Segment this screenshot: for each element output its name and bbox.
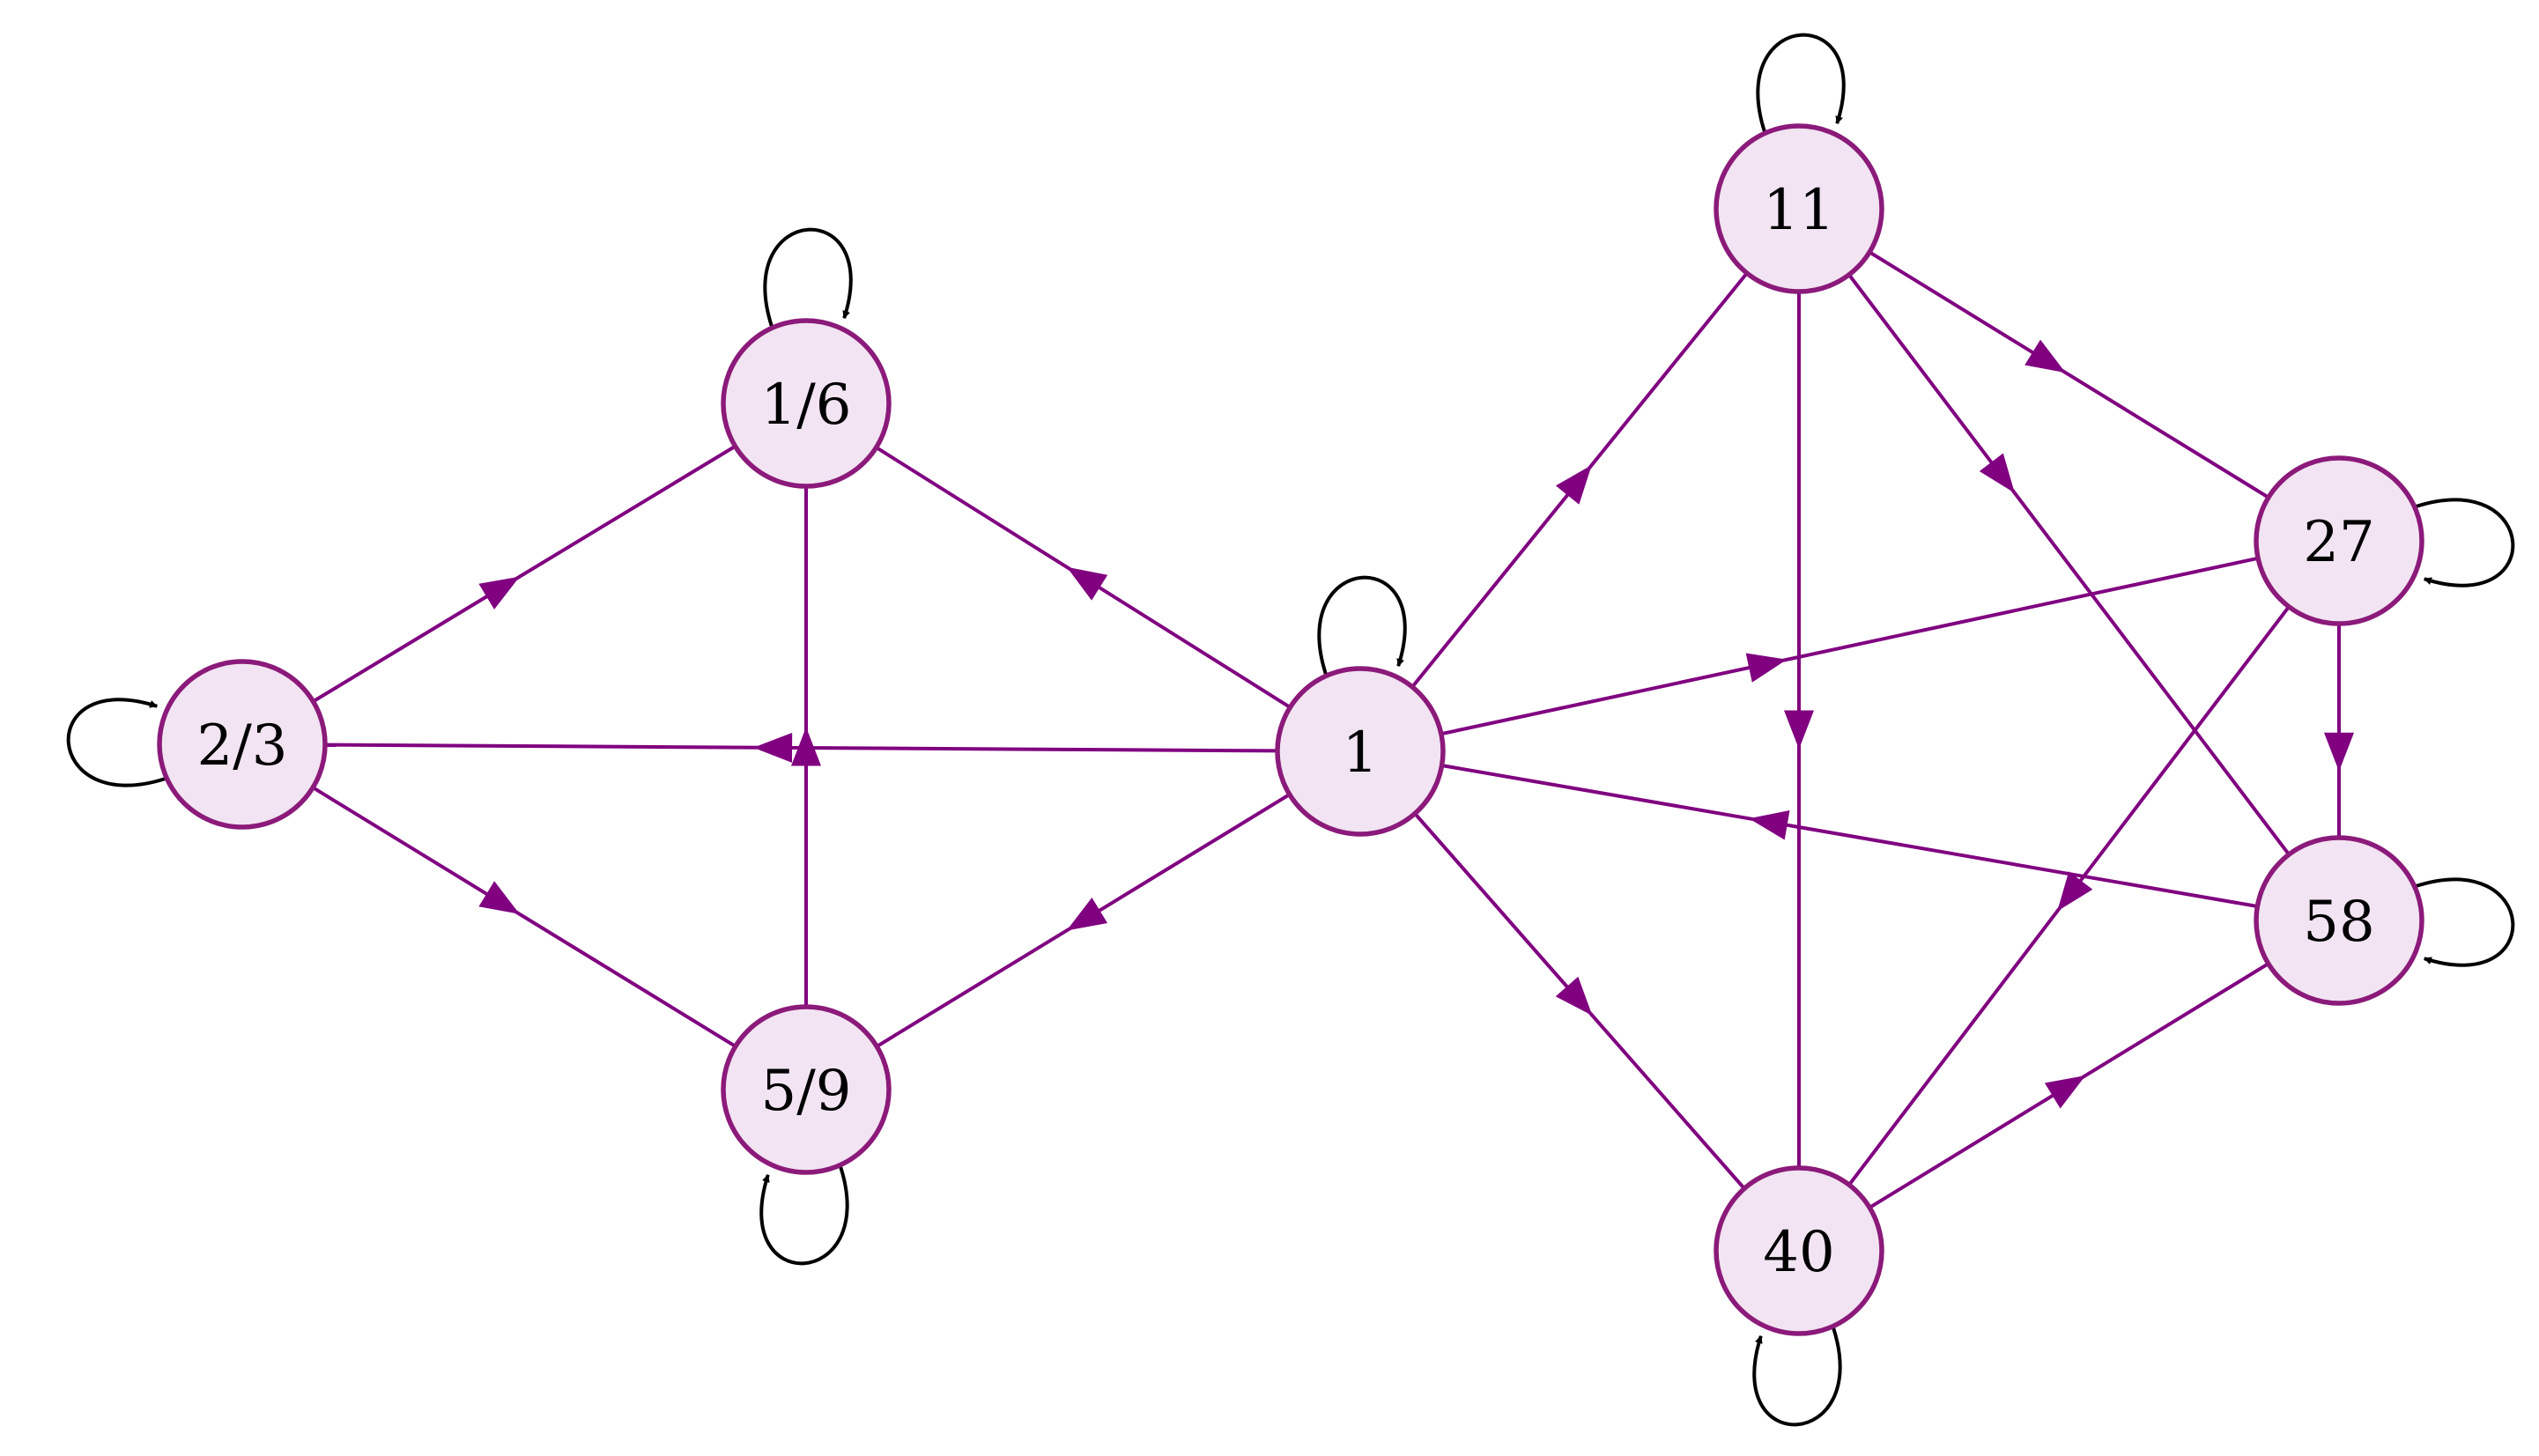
edge-arrowhead [1749,810,1790,840]
edge-one-to-forty [1413,812,1746,1190]
node-circle [1714,123,1884,294]
node-eleven: 11 [1714,123,1884,294]
edge-arrowhead [2044,1075,2086,1109]
node-label: 58 [2303,890,2374,955]
edge-arrowhead [1745,653,1788,683]
self-loops [66,33,2515,1427]
node-two_thirds: 2/3 [157,659,328,830]
edge-fifty_eight-to-one [1441,764,2258,908]
edge-twenty_seven-to-fifty_eight [2324,624,2354,838]
edge-arrowhead [478,576,520,610]
edges [312,250,2354,1209]
edge-line [1441,764,2258,908]
node-fifty_eight: 58 [2254,835,2424,1006]
node-label: 27 [2303,510,2374,575]
node-one_sixth: 1/6 [721,318,892,489]
edge-line [1440,556,2259,736]
edge-one-to-twenty_seven [1440,556,2259,736]
node-circle [2254,835,2424,1006]
node-circle [721,1004,892,1175]
edge-arrowhead [1979,453,2015,493]
node-circle [1714,1165,1884,1336]
edge-twenty_seven-to-forty [1847,605,2291,1186]
node-label: 2/3 [197,713,288,779]
edge-arrowhead [1066,898,1108,931]
node-circle [1275,666,1446,837]
self-loop-twenty_seven [2416,498,2515,588]
edge-arrowhead [2324,732,2354,772]
node-circle [721,318,892,489]
edge-eleven-to-twenty_seven [1869,250,2269,499]
edge-one-to-five_ninths [876,793,1291,1048]
node-label: 1 [1343,721,1379,786]
edge-arrowhead [1066,566,1108,601]
node-label: 40 [1763,1220,1834,1285]
node-label: 5/9 [761,1059,852,1124]
edge-arrowhead [1555,464,1592,505]
edge-eleven-to-fifty_eight [1847,273,2291,856]
edge-two_thirds-to-five_ninths [312,786,737,1048]
edge-arrowhead [478,881,520,914]
node-circle [2254,455,2424,626]
node-label: 1/6 [761,373,852,438]
edge-two_thirds-to-one_sixth [312,444,737,704]
self-loop-fifty_eight [2416,877,2515,967]
self-loop-one [1317,575,1407,675]
edge-line [1847,273,2291,856]
node-twenty_seven: 27 [2254,455,2424,626]
edge-line [312,444,737,704]
node-circle [157,659,328,830]
edge-five_ninths-to-one_sixth [791,486,821,1007]
self-loop-eleven [1756,33,1846,132]
edge-arrowhead [791,727,821,766]
edge-one-to-eleven [1410,271,1749,689]
self-loop-two_thirds [66,698,166,787]
edge-arrowhead [2057,871,2093,912]
self-loop-five_ninths [759,1166,849,1266]
self-loop-forty [1752,1327,1842,1427]
edge-line [1869,250,2269,499]
edge-forty-to-fifty_eight [1869,962,2269,1209]
node-five_ninths: 5/9 [721,1004,892,1175]
node-forty: 40 [1714,1165,1884,1336]
node-label: 11 [1763,178,1834,243]
edge-arrowhead [1784,710,1814,750]
self-loop-one_sixth [763,227,853,327]
edge-eleven-to-forty [1784,292,1814,1168]
node-one: 1 [1275,666,1446,837]
edge-arrowhead [2025,339,2066,373]
edge-one-to-one_sixth [875,446,1292,709]
edge-arrowhead [753,732,793,763]
edge-arrowhead [1555,976,1593,1016]
edge-line [312,786,737,1048]
